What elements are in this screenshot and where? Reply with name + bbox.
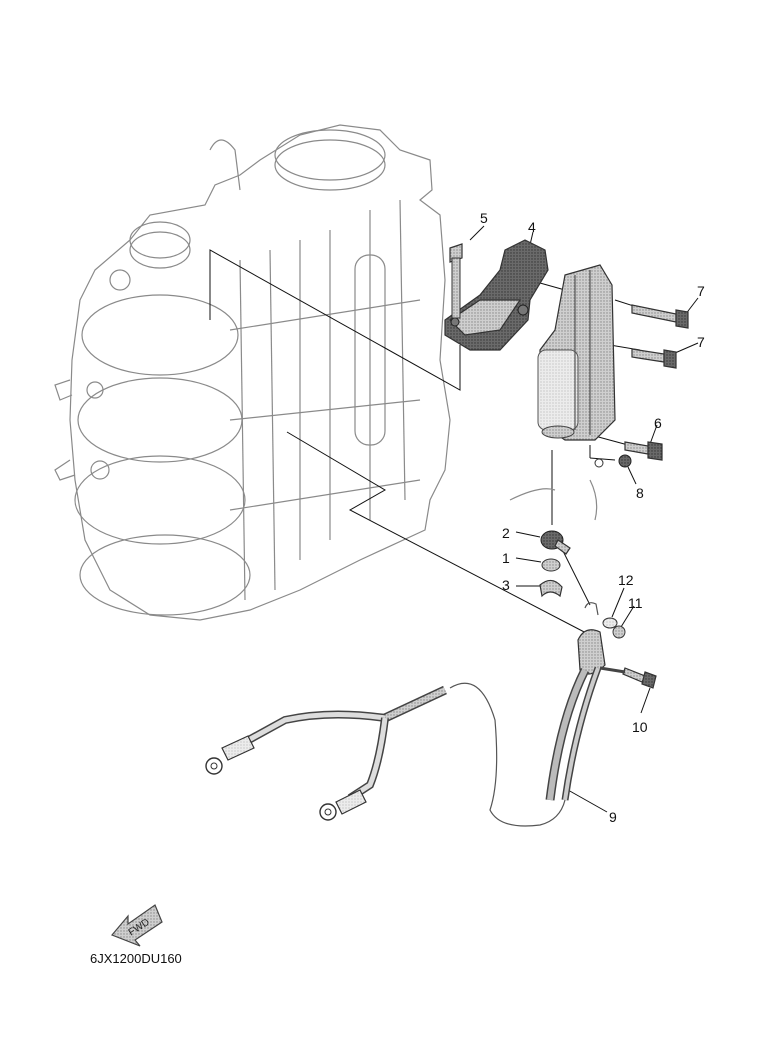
nut-part-1	[541, 558, 561, 572]
assembly-lines	[209, 225, 699, 813]
callout-6: 6	[654, 415, 662, 431]
callout-3: 3	[502, 577, 510, 593]
bolt-part-5	[449, 243, 463, 319]
fwd-arrow-icon: FWD	[111, 904, 163, 947]
callout-5: 5	[480, 210, 488, 226]
bolt-part-6	[624, 441, 663, 461]
engine-block	[54, 124, 451, 621]
bolt-part-10	[622, 667, 657, 689]
callout-8: 8	[636, 485, 644, 501]
callout-4: 4	[528, 219, 536, 235]
callout-2: 2	[502, 525, 510, 541]
callout-1: 1	[502, 550, 510, 566]
cap-part-2	[540, 530, 571, 555]
callout-12: 12	[618, 572, 634, 588]
callout-7-lower: 7	[697, 334, 705, 350]
callout-11: 11	[628, 595, 643, 611]
diagram-code: 6JX1200DU160	[90, 951, 182, 966]
callout-10: 10	[632, 719, 648, 735]
cable-part-9	[205, 629, 626, 827]
bolt-part-7-upper	[631, 304, 689, 329]
washer-part-12	[602, 617, 618, 629]
nut-part-11	[612, 625, 626, 639]
screw-part-8	[594, 454, 632, 468]
callout-9: 9	[609, 809, 617, 825]
bracket-part-4	[444, 239, 549, 351]
callout-7-upper: 7	[697, 283, 705, 299]
clamp-part-3	[539, 579, 563, 598]
starter-motor	[537, 264, 616, 441]
bolt-part-7-lower	[631, 348, 677, 369]
